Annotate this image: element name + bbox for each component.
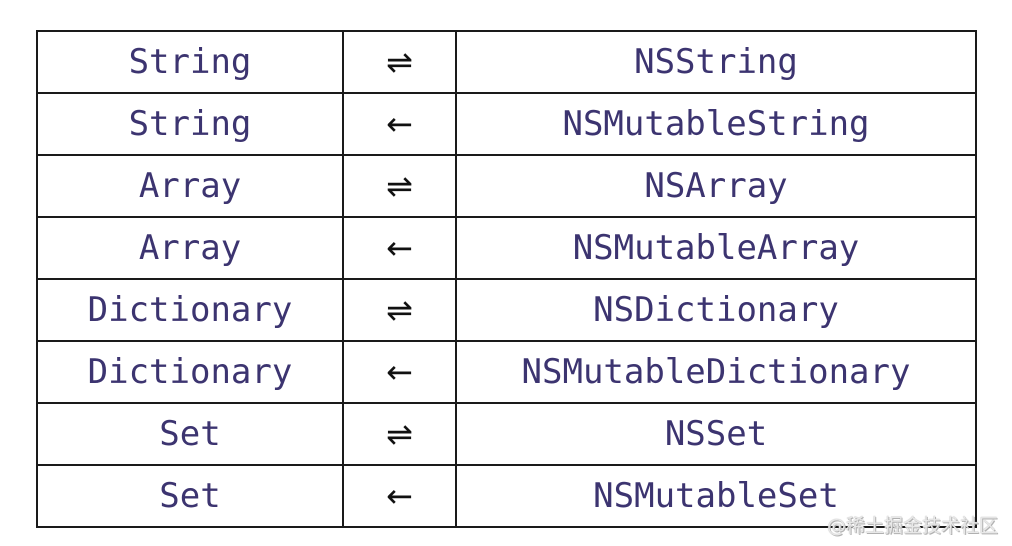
objc-type-cell: NSDictionary	[455, 278, 977, 342]
table-row: String ← NSMutableString	[36, 92, 977, 156]
objc-type-cell: NSMutableArray	[455, 216, 977, 280]
swift-type-cell: Dictionary	[36, 278, 344, 342]
table-row: Array ⇌ NSArray	[36, 154, 977, 218]
table-row: Set ← NSMutableSet	[36, 464, 977, 528]
swift-type-cell: Set	[36, 402, 344, 466]
bidirectional-arrow-icon: ⇌	[342, 278, 457, 342]
swift-type-cell: String	[36, 92, 344, 156]
swift-type-cell: Dictionary	[36, 340, 344, 404]
swift-type-cell: String	[36, 30, 344, 94]
table-row: Dictionary ⇌ NSDictionary	[36, 278, 977, 342]
bidirectional-arrow-icon: ⇌	[342, 30, 457, 94]
swift-type-cell: Array	[36, 154, 344, 218]
objc-type-cell: NSString	[455, 30, 977, 94]
objc-type-cell: NSMutableDictionary	[455, 340, 977, 404]
swift-type-cell: Set	[36, 464, 344, 528]
type-bridging-table: String ⇌ NSString String ← NSMutableStri…	[36, 30, 977, 528]
table-body: String ⇌ NSString String ← NSMutableStri…	[36, 30, 977, 528]
objc-type-cell: NSArray	[455, 154, 977, 218]
objc-type-cell: NSSet	[455, 402, 977, 466]
table-row: Dictionary ← NSMutableDictionary	[36, 340, 977, 404]
swift-type-cell: Array	[36, 216, 344, 280]
left-arrow-icon: ←	[342, 92, 457, 156]
left-arrow-icon: ←	[342, 464, 457, 528]
objc-type-cell: NSMutableSet	[455, 464, 977, 528]
watermark-text: @稀土掘金技术社区	[826, 515, 998, 537]
table-row: String ⇌ NSString	[36, 30, 977, 94]
left-arrow-icon: ←	[342, 216, 457, 280]
objc-type-cell: NSMutableString	[455, 92, 977, 156]
table-row: Set ⇌ NSSet	[36, 402, 977, 466]
table-row: Array ← NSMutableArray	[36, 216, 977, 280]
bidirectional-arrow-icon: ⇌	[342, 402, 457, 466]
left-arrow-icon: ←	[342, 340, 457, 404]
bidirectional-arrow-icon: ⇌	[342, 154, 457, 218]
